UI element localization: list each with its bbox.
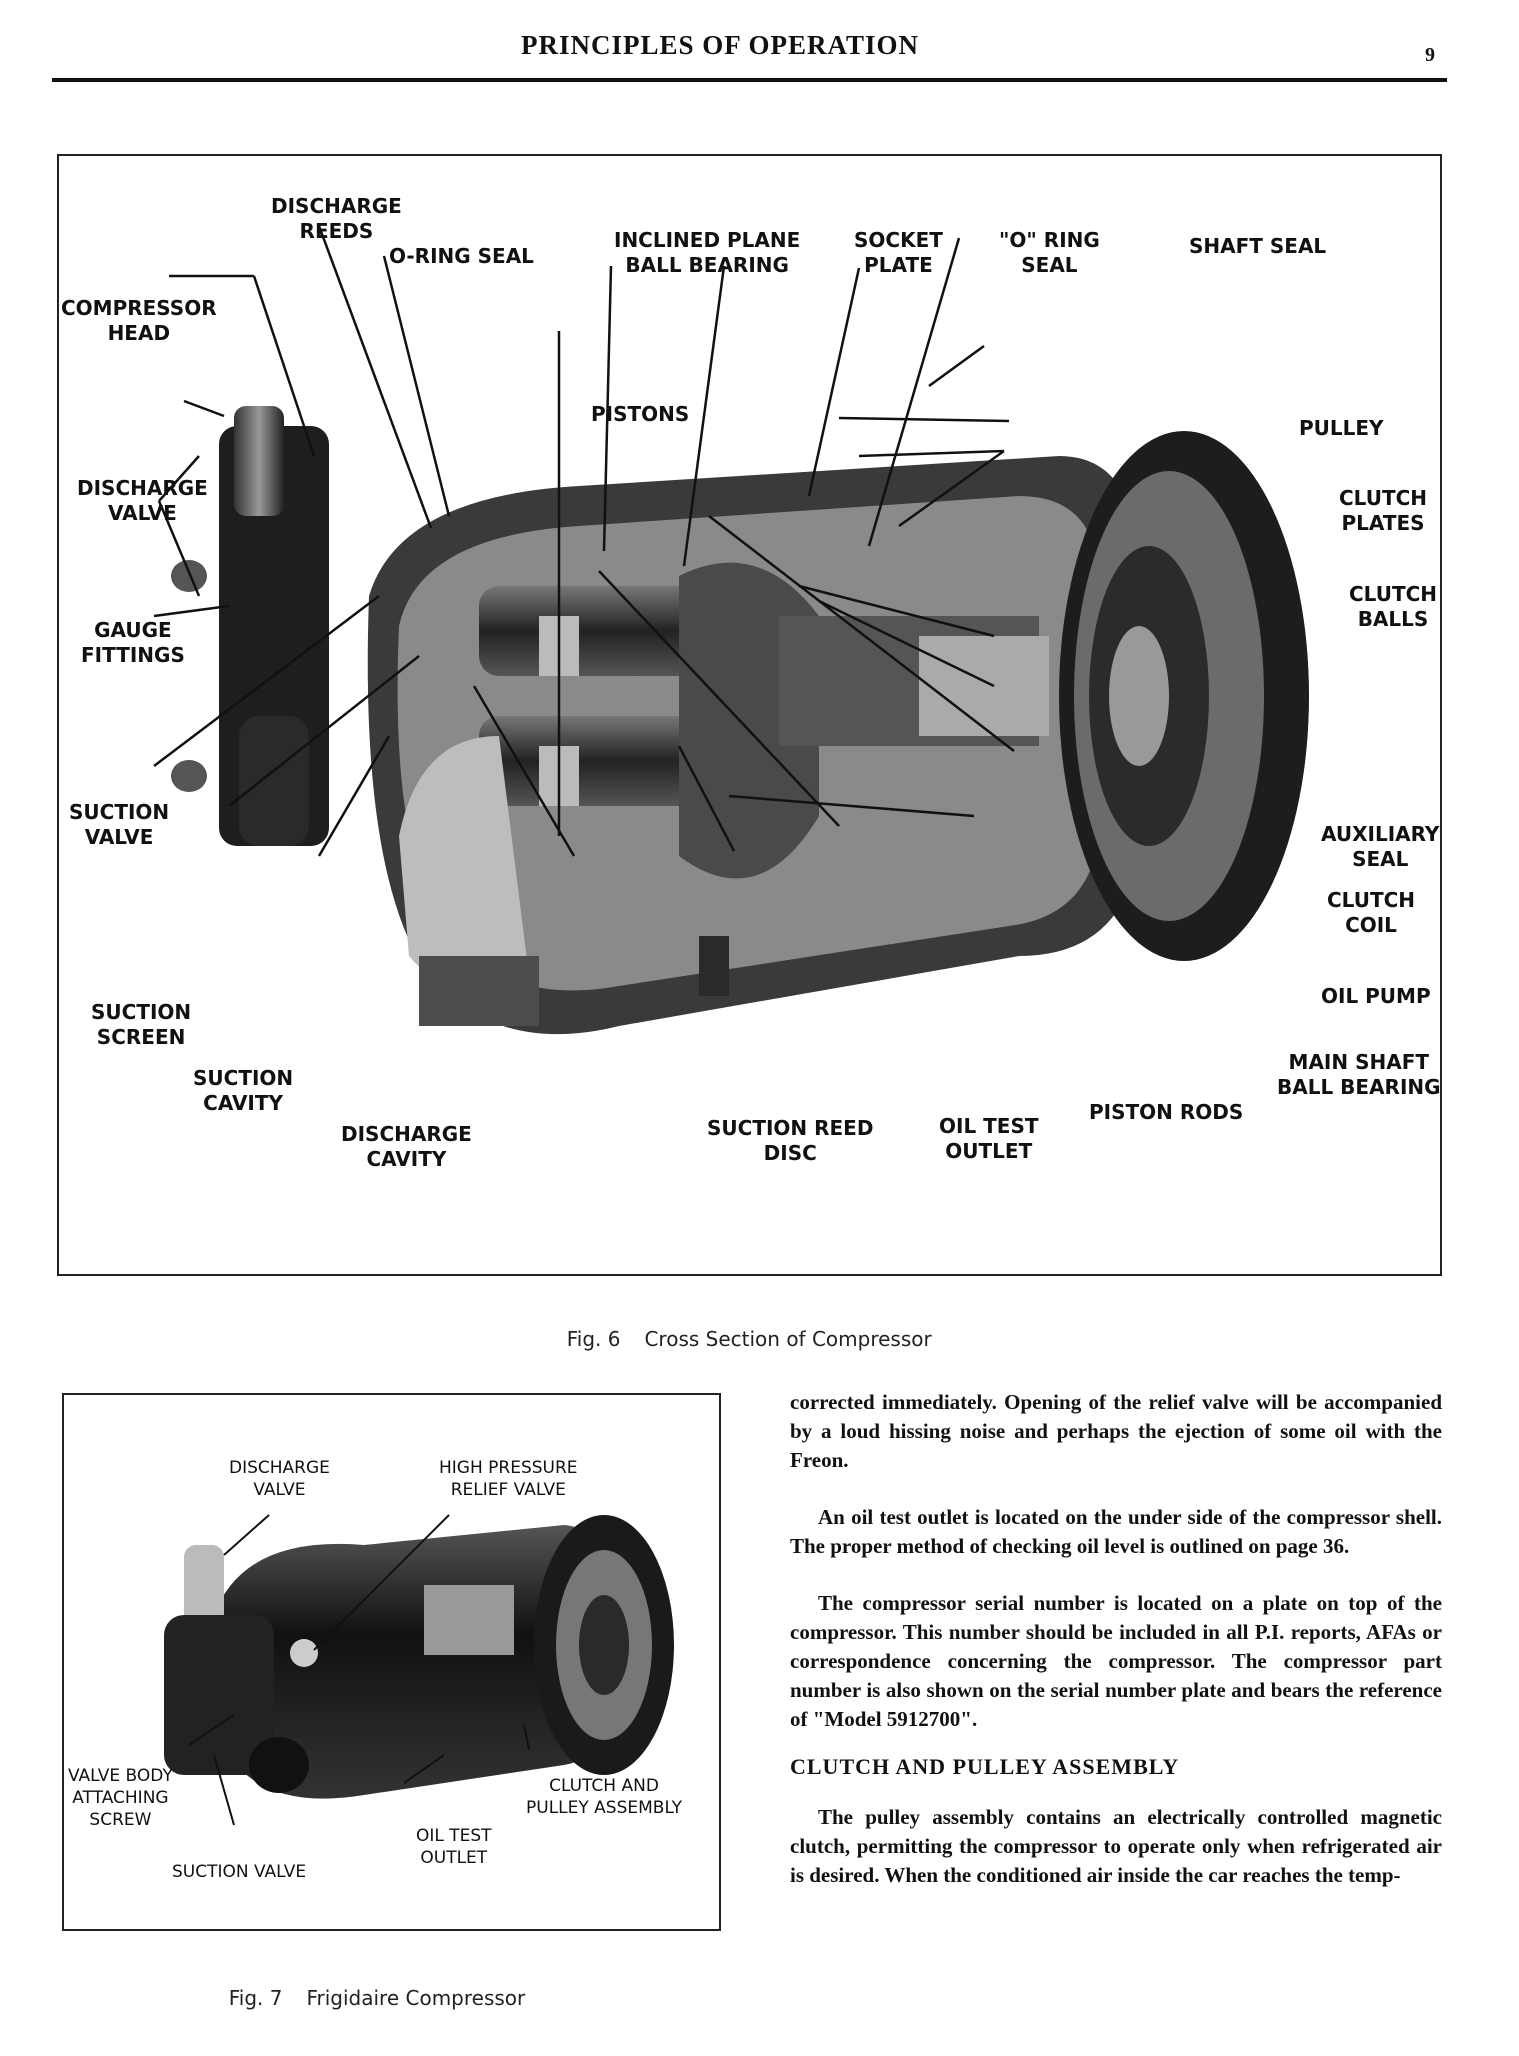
fig6-label-clutch-coil: CLUTCH COIL: [1327, 888, 1416, 937]
fig6-label-suction-cavity: SUCTION CAVITY: [193, 1066, 294, 1115]
figure-7-caption-text: Frigidaire Compressor: [306, 1986, 526, 2010]
page-number: 9: [1425, 44, 1435, 66]
figure-7-frame: DISCHARGE VALVE HIGH PRESSURE RELIEF VAL…: [62, 1393, 721, 1931]
fig7-label-oil-test-outlet: OIL TEST OUTLET: [416, 1826, 492, 1868]
compressor-cross-section-illustration: [153, 225, 1309, 1035]
fig7-label-high-pressure-relief-valve: HIGH PRESSURE RELIEF VALVE: [439, 1458, 578, 1500]
fig6-label-o-ring-seal: O-RING SEAL: [389, 244, 534, 268]
frigidaire-compressor-photo: [164, 1514, 674, 1826]
fig6-label-clutch-plates: CLUTCH PLATES: [1339, 486, 1428, 535]
fig6-label-main-shaft-ball-bearing: MAIN SHAFT BALL BEARING: [1277, 1050, 1441, 1099]
figure-6-caption: Fig. 6 Cross Section of Compressor: [554, 1303, 956, 1351]
body-text-column: corrected immediately. Opening of the re…: [790, 1388, 1442, 1918]
fig6-label-compressor-head: COMPRESSOR HEAD: [61, 296, 217, 345]
paragraph-relief-valve: corrected immediately. Opening of the re…: [790, 1390, 1442, 1472]
fig6-label-pistons: PISTONS: [591, 402, 690, 426]
fig7-label-valve-body-attaching-screw: VALVE BODY ATTACHING SCREW: [68, 1766, 173, 1830]
fig6-label-gauge-fittings: GAUGE FITTINGS: [81, 618, 185, 667]
fig6-label-clutch-balls: CLUTCH BALLS: [1349, 582, 1438, 631]
fig6-label-inclined-plane-ball-bearing: INCLINED PLANE BALL BEARING: [614, 228, 801, 277]
fig6-label-discharge-cavity: DISCHARGE CAVITY: [341, 1122, 472, 1171]
fig7-label-discharge-valve: DISCHARGE VALVE: [229, 1458, 330, 1500]
fig6-label-suction-valve: SUCTION VALVE: [69, 800, 170, 849]
fig6-label-discharge-reeds: DISCHARGE REEDS: [271, 194, 402, 243]
fig6-label-suction-screen: SUCTION SCREEN: [91, 1000, 192, 1049]
fig6-label-oil-pump: OIL PUMP: [1321, 984, 1431, 1008]
fig6-label-pulley: PULLEY: [1299, 416, 1384, 440]
fig6-label-suction-reed-disc: SUCTION REED DISC: [707, 1116, 874, 1165]
figure-6-frame: DISCHARGE REEDS O-RING SEAL INCLINED PLA…: [57, 154, 1442, 1276]
paragraph-oil-test-outlet: An oil test outlet is located on the und…: [790, 1505, 1442, 1558]
section-heading-clutch-pulley: CLUTCH AND PULLEY ASSEMBLY: [790, 1754, 1180, 1779]
fig6-label-discharge-valve: DISCHARGE VALVE: [77, 476, 208, 525]
paragraph-pulley-assembly: The pulley assembly contains an electric…: [790, 1805, 1442, 1887]
paragraph-serial-number: The compressor serial number is located …: [790, 1591, 1442, 1731]
figure-6-caption-text: Cross Section of Compressor: [644, 1327, 932, 1351]
fig6-label-socket-plate: SOCKET PLATE: [854, 228, 943, 277]
fig6-label-o-ring-seal-2: "O" RING SEAL: [999, 228, 1100, 277]
fig6-label-shaft-seal: SHAFT SEAL: [1189, 234, 1327, 258]
page-header-title: PRINCIPLES OF OPERATION: [520, 30, 920, 60]
fig6-label-oil-test-outlet: OIL TEST OUTLET: [939, 1114, 1039, 1163]
fig6-label-auxiliary-seal: AUXILIARY SEAL: [1321, 822, 1440, 871]
fig7-label-suction-valve: SUCTION VALVE: [172, 1862, 307, 1882]
header-rule: [52, 78, 1447, 82]
fig6-label-piston-rods: PISTON RODS: [1089, 1100, 1244, 1124]
figure-6-caption-number: Fig. 6: [566, 1327, 621, 1351]
fig7-label-clutch-and-pulley-assembly: CLUTCH AND PULLEY ASSEMBLY: [526, 1776, 683, 1818]
figure-7-caption: Fig. 7 Frigidaire Compressor: [216, 1962, 549, 2010]
figure-7-caption-number: Fig. 7: [228, 1986, 283, 2010]
